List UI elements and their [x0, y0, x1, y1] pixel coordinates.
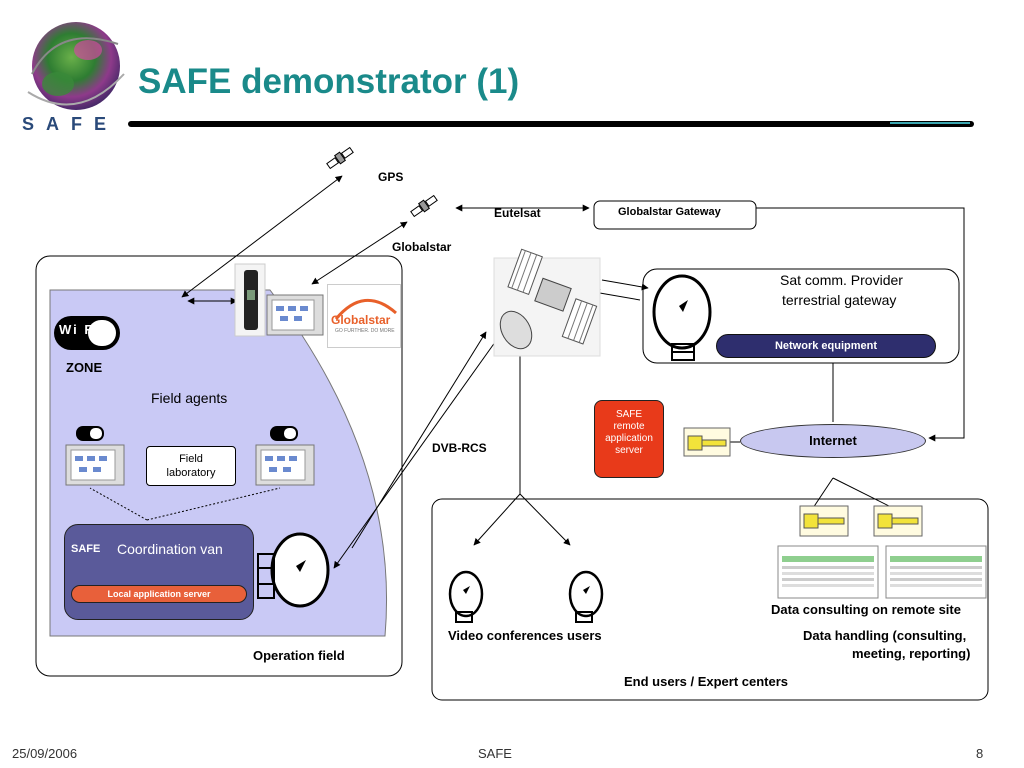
internet-node: Internet — [740, 424, 926, 458]
safe-logo — [18, 14, 128, 134]
key-icon-remote — [683, 427, 731, 457]
data-handling-label-1: Data handling (consulting, — [803, 628, 967, 643]
dvb-rcs-label: DVB-RCS — [432, 441, 487, 455]
internet-to-data-2 — [832, 477, 894, 509]
van-dish-icon — [257, 532, 330, 608]
field-agents-label: Field agents — [151, 390, 228, 406]
tablet-icon-right — [255, 444, 315, 486]
lab-dotted-2 — [146, 487, 281, 521]
slide-title: SAFE demonstrator (1) — [138, 62, 520, 101]
globalstar-gateway-label: Globalstar Gateway — [618, 206, 721, 218]
dvb-down — [333, 337, 499, 569]
provider-dish-icon — [652, 274, 712, 361]
field-lab-label-1: Field — [179, 453, 203, 465]
globalstar-tagline: GO FURTHER. DO MORE — [335, 328, 395, 334]
footer-date: 25/09/2006 — [12, 746, 78, 761]
globalstar-link — [311, 221, 408, 285]
coordination-van: SAFE Coordination van Local application … — [64, 524, 254, 620]
key-icon-data-2 — [873, 505, 923, 537]
tablet-icon-left — [65, 444, 125, 486]
safe-remote-server: SAFE remote application server — [594, 400, 664, 478]
globalstar-swoosh-icon — [334, 298, 397, 320]
local-app-server-label: Local application server — [107, 589, 211, 599]
gps-link — [181, 175, 343, 298]
van-safe-label: SAFE — [71, 543, 101, 555]
sat-provider-label-2: terrestrial gateway — [782, 292, 897, 308]
data-handling-label-2: meeting, reporting) — [852, 646, 971, 661]
key-icon-data-1 — [799, 505, 849, 537]
gps-label: GPS — [378, 170, 404, 184]
title-rule-accent — [890, 122, 970, 124]
internet-to-data-1 — [812, 477, 834, 509]
safe-remote-label-4: server — [615, 445, 643, 456]
eutelsat-satellite-icon — [493, 248, 601, 357]
wifi-badge-text: Wi Fi — [59, 322, 100, 337]
footer-center: SAFE — [478, 746, 512, 761]
van-title: Coordination van — [117, 541, 223, 557]
footer-page-number: 8 — [976, 746, 984, 761]
gps-satellite-icon — [326, 146, 354, 170]
local-app-server: Local application server — [71, 585, 247, 603]
wifi-badge-icon-left — [76, 426, 104, 441]
globalstar-satellite-icon — [410, 194, 438, 218]
globalstar-label: Globalstar — [392, 240, 452, 254]
provider-to-sat — [593, 289, 641, 301]
video-user-dish-icon-2 — [568, 570, 604, 623]
data-consulting-label: Data consulting on remote site — [771, 602, 961, 617]
globalstar-logo: Globalstar GO FURTHER. DO MORE — [327, 284, 401, 348]
wifi-badge-icon-right — [270, 426, 298, 441]
internet-label: Internet — [809, 433, 857, 448]
wifi-zone-label: ZONE — [66, 360, 103, 375]
operation-field-label: Operation field — [253, 648, 345, 663]
network-equipment-bar: Network equipment — [716, 334, 936, 358]
wifi-badge-icon-large — [54, 316, 120, 350]
field-lab-label-2: laboratory — [166, 467, 216, 479]
lab-dotted-1 — [89, 487, 148, 521]
video-user-dish-icon-1 — [448, 570, 484, 623]
sat-provider-label-1: Sat comm. Provider — [780, 272, 903, 288]
to-video-user-2 — [519, 493, 571, 546]
globe-logo-icon — [27, 22, 125, 110]
to-video-user-1 — [473, 493, 521, 546]
network-equipment-label: Network equipment — [774, 340, 878, 352]
field-lab-box: Field laboratory — [146, 446, 236, 486]
safe-remote-label-1: SAFE — [615, 409, 643, 420]
logo-text: SAFE — [22, 114, 119, 134]
sat-to-provider — [601, 279, 649, 291]
video-conf-label: Video conferences users — [448, 628, 602, 643]
end-users-label: End users / Expert centers — [624, 674, 789, 689]
safe-remote-label-3: application — [605, 433, 653, 444]
sat-phone-icon — [234, 263, 266, 337]
gateway-to-internet — [756, 207, 965, 442]
globalstar-logo-text: Globalstar — [331, 313, 391, 327]
safe-remote-label-2: remote — [613, 421, 645, 432]
eutelsat-label: Eutelsat — [494, 206, 541, 220]
data-screen-icon-1 — [777, 545, 879, 599]
globalstar-gateway-box — [593, 200, 757, 230]
title-rule — [128, 121, 974, 127]
tablet-icon-top — [266, 294, 324, 336]
data-screen-icon-2 — [885, 545, 987, 599]
